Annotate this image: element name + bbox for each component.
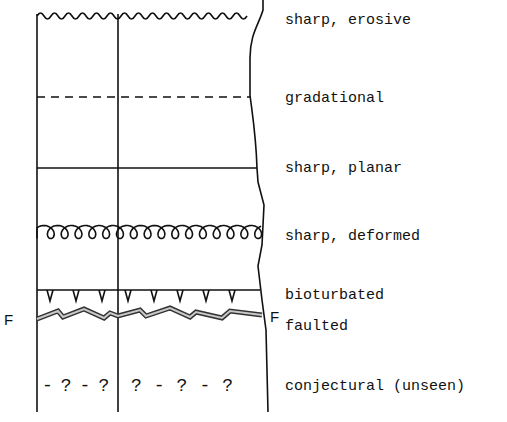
fault-zone	[37, 308, 262, 319]
contact-label: bioturbated	[285, 287, 384, 304]
column-right-edge	[250, 0, 268, 412]
query-mark: ?-?-?	[131, 376, 245, 396]
query-mark: -?-?	[42, 376, 117, 396]
contact-label: sharp, erosive	[285, 12, 411, 29]
contact-label: gradational	[285, 90, 384, 107]
deformed-contact	[37, 226, 262, 239]
contact-label: faulted	[285, 318, 348, 335]
fault-mark: F	[269, 308, 280, 325]
fault-zone-core	[37, 308, 262, 319]
gradational-contact	[37, 96, 250, 98]
contact-label: conjectural (unseen)	[285, 378, 465, 395]
planar-contact	[37, 167, 257, 169]
bioturbated-contact	[37, 290, 260, 301]
fault-mark: F	[3, 311, 14, 328]
contact-label: sharp, planar	[285, 160, 402, 177]
column-middle-line	[117, 14, 119, 412]
contact-label: sharp, deformed	[285, 228, 420, 245]
column-left-edge	[36, 14, 38, 412]
erosive-contact	[37, 13, 247, 19]
